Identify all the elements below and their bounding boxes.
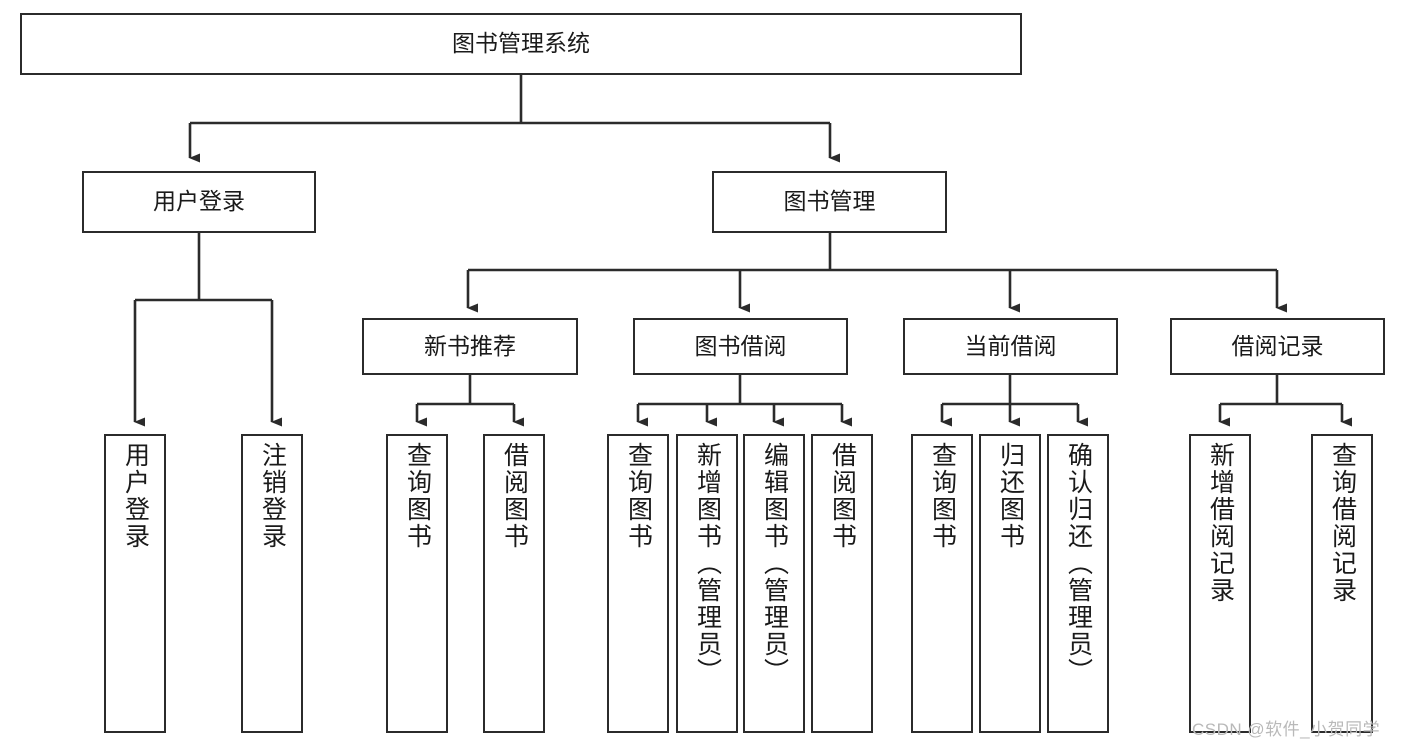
leaf-add-book-admin[interactable]: 新增图书（管理员） bbox=[676, 434, 738, 733]
csdn-watermark: CSDN @软件_小贺同学 bbox=[1192, 720, 1381, 739]
leaf-borrow-book-recommend-label: 借阅图书 bbox=[500, 442, 529, 550]
leaf-query-borrow-record[interactable]: 查询借阅记录 bbox=[1311, 434, 1373, 733]
leaf-add-book-admin-label: 新增图书（管理员） bbox=[693, 442, 722, 685]
leaf-edit-book-admin[interactable]: 编辑图书（管理员） bbox=[743, 434, 805, 733]
leaf-query-book-recommend-label: 查询图书 bbox=[403, 442, 432, 550]
leaf-edit-book-admin-label: 编辑图书（管理员） bbox=[760, 442, 789, 685]
leaf-add-borrow-record-label: 新增借阅记录 bbox=[1206, 442, 1235, 604]
node-new-book-recommend[interactable]: 新书推荐 bbox=[362, 318, 578, 375]
node-current-borrow[interactable]: 当前借阅 bbox=[903, 318, 1118, 375]
leaf-borrow-book-recommend[interactable]: 借阅图书 bbox=[483, 434, 545, 733]
node-book-management[interactable]: 图书管理 bbox=[712, 171, 947, 233]
node-book-borrow-label: 图书借阅 bbox=[694, 332, 787, 359]
leaf-confirm-return-admin-label: 确认归还（管理员） bbox=[1064, 442, 1093, 685]
leaf-user-login-label: 用户登录 bbox=[121, 442, 150, 550]
node-book-management-label: 图书管理 bbox=[783, 188, 876, 215]
leaf-query-borrow-record-label: 查询借阅记录 bbox=[1328, 442, 1357, 604]
leaf-user-login[interactable]: 用户登录 bbox=[104, 434, 166, 733]
node-new-book-recommend-label: 新书推荐 bbox=[424, 332, 516, 359]
leaf-add-borrow-record[interactable]: 新增借阅记录 bbox=[1189, 434, 1251, 733]
leaf-borrow-book[interactable]: 借阅图书 bbox=[811, 434, 873, 733]
node-borrow-record[interactable]: 借阅记录 bbox=[1170, 318, 1385, 375]
node-user-login[interactable]: 用户登录 bbox=[82, 171, 316, 233]
leaf-query-book-current-label: 查询图书 bbox=[928, 442, 957, 550]
leaf-query-book-borrow-label: 查询图书 bbox=[624, 442, 653, 550]
leaf-logout-label: 注销登录 bbox=[258, 442, 287, 550]
leaf-query-book-recommend[interactable]: 查询图书 bbox=[386, 434, 448, 733]
leaf-confirm-return-admin[interactable]: 确认归还（管理员） bbox=[1047, 434, 1109, 733]
node-root-label: 图书管理系统 bbox=[452, 30, 590, 57]
node-current-borrow-label: 当前借阅 bbox=[964, 332, 1057, 359]
node-root[interactable]: 图书管理系统 bbox=[20, 13, 1022, 75]
leaf-return-book[interactable]: 归还图书 bbox=[979, 434, 1041, 733]
node-borrow-record-label: 借阅记录 bbox=[1231, 332, 1324, 359]
leaf-query-book-current[interactable]: 查询图书 bbox=[911, 434, 973, 733]
node-user-login-label: 用户登录 bbox=[153, 188, 245, 215]
leaf-return-book-label: 归还图书 bbox=[996, 442, 1025, 550]
leaf-query-book-borrow[interactable]: 查询图书 bbox=[607, 434, 669, 733]
leaf-logout[interactable]: 注销登录 bbox=[241, 434, 303, 733]
node-book-borrow[interactable]: 图书借阅 bbox=[633, 318, 848, 375]
leaf-borrow-book-label: 借阅图书 bbox=[828, 442, 857, 550]
